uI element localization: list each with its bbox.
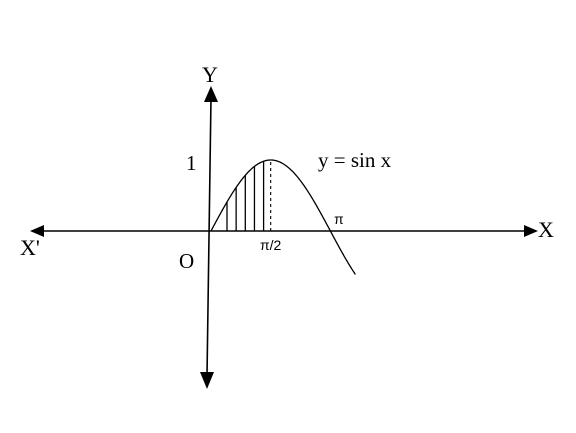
y-axis <box>200 86 218 389</box>
x-axis-left-arrow <box>30 225 44 237</box>
origin-label: O <box>179 249 194 273</box>
x-axis-right-arrow <box>524 225 538 237</box>
y-axis-label: Y <box>202 62 218 87</box>
x-axis-label: X <box>538 217 554 242</box>
hatched-region <box>226 161 265 231</box>
pi-label: π <box>334 211 344 227</box>
y-axis-up-arrow <box>204 86 218 102</box>
sine-curve <box>210 159 356 275</box>
x-axis-negative-label: X' <box>20 235 40 260</box>
y-axis-line <box>206 97 212 377</box>
x-axis <box>30 225 538 237</box>
y-axis-down-arrow <box>200 372 214 389</box>
curve-equation-label: y = sin x <box>318 148 392 172</box>
y-tick-one-label: 1 <box>186 151 197 175</box>
half-pi-label: π/2 <box>260 237 282 253</box>
